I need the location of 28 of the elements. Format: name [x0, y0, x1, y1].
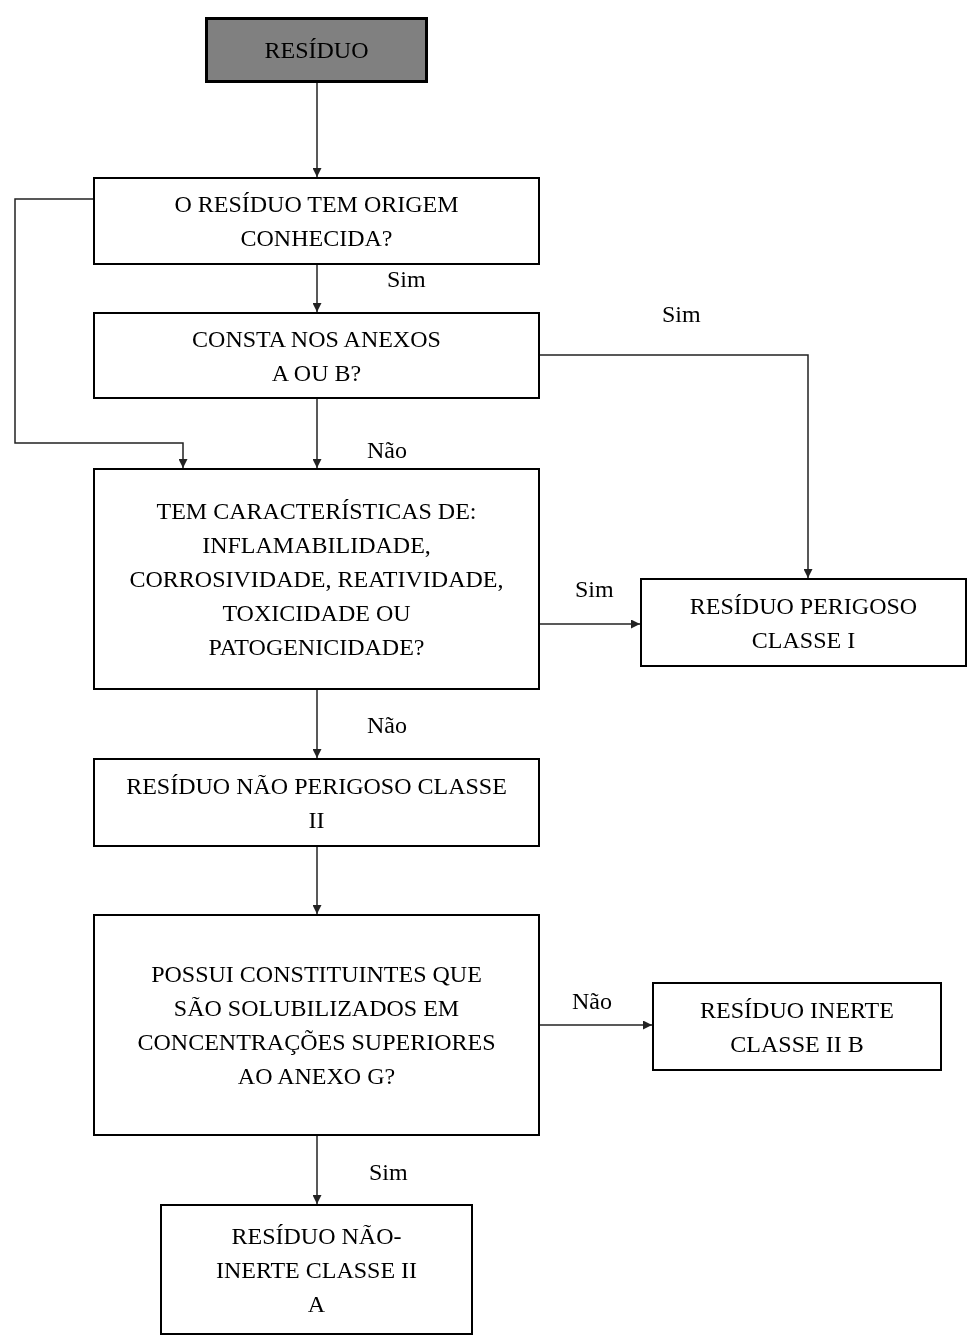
arrow: [312, 398, 322, 469]
process-box: [93, 312, 540, 399]
process-box: [93, 758, 540, 847]
node-text: O RESÍDUO TEM ORIGEM CONHECIDA?: [173, 190, 460, 253]
arrow: [539, 1020, 653, 1030]
arrow: [312, 846, 322, 915]
arrow: [539, 354, 813, 579]
process-box: [160, 1204, 473, 1335]
arrow: [312, 264, 322, 313]
process-box: [640, 578, 967, 667]
arrow: [312, 82, 322, 178]
process-box: [652, 982, 942, 1071]
node-text: POSSUI CONSTITUINTES QUE SÃO SOLUBILIZADOS EM CONCENTRAÇÕES SUPERIORES AO ANEXO G?: [136, 960, 497, 1091]
node-text: RESÍDUO: [264, 36, 369, 65]
arrow: [14, 198, 188, 469]
node-text: RESÍDUO NÃO PERIGOSO CLASSE II: [125, 771, 508, 835]
arrow: [312, 1135, 322, 1205]
node-text: TEM CARACTERÍSTICAS DE: INFLAMABILIDADE, CORROSIVIDADE, REATIVIDADE, TOXICIDADE OU PATOGENICIDADE?: [128, 497, 505, 662]
process-box: [93, 914, 540, 1136]
node-text: RESÍDUO NÃO-INERTE CLASSE II A: [214, 1221, 419, 1319]
node-text: RESÍDUO PERIGOSO CLASSE I: [688, 591, 919, 655]
arrow: [539, 619, 641, 629]
process-box: [93, 468, 540, 690]
node-text: RESÍDUO INERTE CLASSE II B: [699, 995, 895, 1059]
arrow: [312, 689, 322, 759]
process-box: [93, 177, 540, 265]
node-text: CONSTA NOS ANEXOS A OU B?: [191, 324, 442, 388]
start-box: [205, 17, 428, 83]
